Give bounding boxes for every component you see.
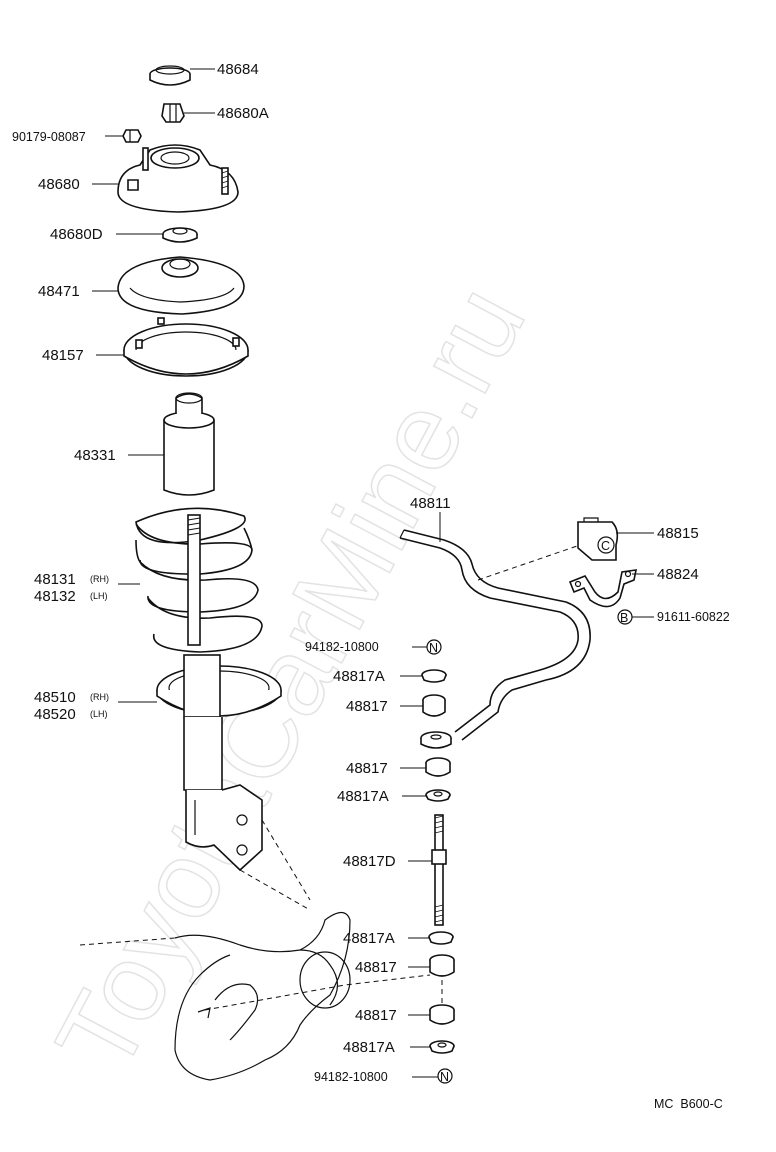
- label-94182-bottom: 94182-10800: [314, 1070, 388, 1084]
- part-48824-bracket: [568, 569, 638, 608]
- label-48817A-3: 48817A: [343, 930, 395, 947]
- part-48471-spring-seat: [117, 256, 245, 315]
- nut-n-bottom-icon: [437, 1068, 453, 1084]
- part-48811-stabilizer-bar: [399, 529, 591, 741]
- part-48157-insulator: [123, 317, 249, 377]
- part-48817-cushion-4: [429, 1004, 455, 1025]
- label-48680D: 48680D: [50, 226, 103, 243]
- part-48817-cushion-1: [422, 694, 446, 717]
- label-48680A-top: 48680A: [217, 105, 269, 122]
- label-48510: 48510: [34, 689, 76, 706]
- label-48131-rh: (RH): [90, 574, 109, 584]
- symbol-c: C: [601, 539, 610, 553]
- part-48680-support: [117, 144, 239, 213]
- part-48510-shock-absorber: [156, 654, 282, 872]
- symbol-n-bottom: N: [440, 1070, 449, 1084]
- label-90179: 90179-08087: [12, 130, 86, 144]
- label-48817-1: 48817: [346, 698, 388, 715]
- label-48817D: 48817D: [343, 853, 396, 870]
- label-48817A-2: 48817A: [337, 788, 389, 805]
- symbol-n-top: N: [429, 641, 438, 655]
- label-48132: 48132: [34, 588, 76, 605]
- label-48817A-4: 48817A: [343, 1039, 395, 1056]
- label-48331: 48331: [74, 447, 116, 464]
- label-48817-2: 48817: [346, 760, 388, 777]
- label-48817-4: 48817: [355, 1007, 397, 1024]
- label-48132-lh: (LH): [90, 591, 108, 601]
- part-48331-bump-stopper: [163, 392, 215, 496]
- label-48817A-1: 48817A: [333, 668, 385, 685]
- part-48817A-retainer-1: [421, 669, 447, 683]
- label-48471: 48471: [38, 283, 80, 300]
- label-48817-3: 48817: [355, 959, 397, 976]
- label-48520: 48520: [34, 706, 76, 723]
- part-48817-cushion-3: [429, 954, 455, 977]
- part-48817A-retainer-3: [428, 931, 454, 945]
- watermark: ToyotaCarMine.ru: [33, 267, 549, 1091]
- part-48817D-link-bolt: [431, 814, 447, 926]
- label-48520-lh: (LH): [90, 709, 108, 719]
- label-48131: 48131: [34, 571, 76, 588]
- label-48815: 48815: [657, 525, 699, 542]
- part-90179-nut: [122, 129, 142, 143]
- label-48510-rh: (RH): [90, 692, 109, 702]
- label-91611: 91611-60822: [657, 610, 730, 624]
- part-48815-bushing: [577, 517, 619, 561]
- part-48684-cap: [149, 65, 191, 86]
- part-stabilizer-bar-eye: [420, 731, 452, 749]
- label-94182-top: 94182-10800: [305, 640, 379, 654]
- part-48817A-retainer-4: [429, 1040, 455, 1054]
- label-48684: 48684: [217, 61, 259, 78]
- label-48824: 48824: [657, 566, 699, 583]
- diagram-code: MC B600-C: [654, 1097, 723, 1111]
- part-48680D-washer: [162, 227, 198, 243]
- symbol-b: B: [620, 611, 628, 625]
- part-48817-cushion-2: [425, 757, 451, 777]
- label-48157: 48157: [42, 347, 84, 364]
- label-48811: 48811: [410, 495, 451, 512]
- label-48680: 48680: [38, 176, 80, 193]
- part-48680A-nut: [161, 103, 185, 123]
- part-48131-coil-spring: [135, 507, 263, 653]
- part-steering-knuckle: [79, 819, 431, 1081]
- part-48817A-retainer-2: [425, 789, 451, 802]
